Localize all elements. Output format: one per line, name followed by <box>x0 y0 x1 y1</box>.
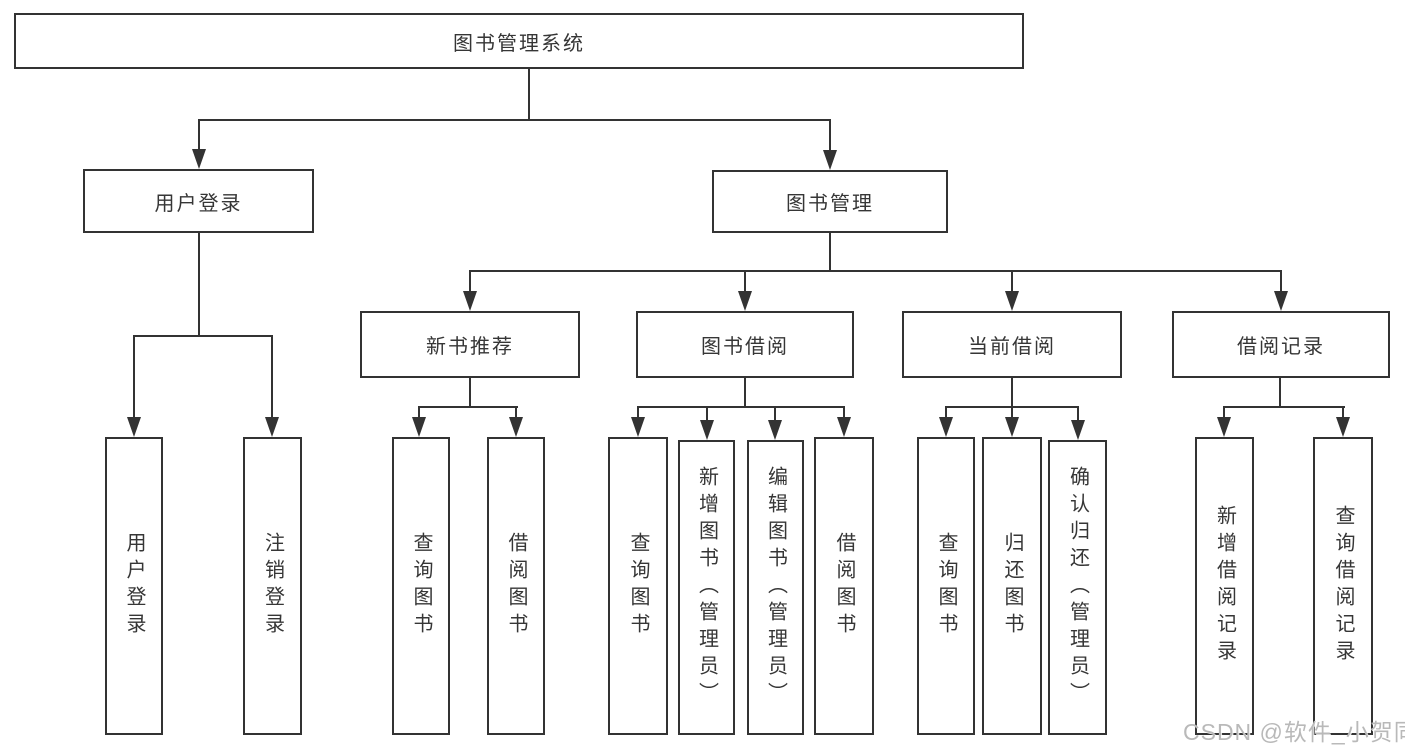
connector-line <box>1011 272 1013 291</box>
leaf-add-books-admin: 新增图书（管理员） <box>678 440 735 735</box>
arrowhead-icon <box>837 417 851 437</box>
connector-line <box>1223 408 1225 417</box>
arrowhead-icon <box>939 417 953 437</box>
leaf-logout: 注销登录 <box>243 437 302 735</box>
node-root: 图书管理系统 <box>14 13 1024 69</box>
connector-line <box>418 406 518 408</box>
leaf-query-borrow-record: 查询借阅记录 <box>1313 437 1373 735</box>
connector-line <box>198 121 200 150</box>
connector-line <box>637 408 639 417</box>
connector-line <box>1280 272 1282 291</box>
arrowhead-icon <box>1005 291 1019 311</box>
node-new-book-recommend: 新书推荐 <box>360 311 580 378</box>
leaf-label: 借阅图书 <box>833 532 855 640</box>
connector-line <box>469 272 471 291</box>
leaf-label: 借阅图书 <box>505 532 527 640</box>
leaf-label: 查询图书 <box>935 532 957 640</box>
leaf-label: 注销登录 <box>261 532 284 640</box>
connector-line <box>945 406 1079 408</box>
arrowhead-icon <box>1274 291 1288 311</box>
leaf-label: 查询图书 <box>627 532 649 640</box>
leaf-label: 确认归还（管理员） <box>1066 466 1089 709</box>
connector-line <box>198 233 200 336</box>
arrowhead-icon <box>738 291 752 311</box>
connector-line <box>1223 406 1345 408</box>
connector-line <box>469 378 471 407</box>
connector-line <box>133 335 273 337</box>
leaf-label: 查询借阅记录 <box>1332 505 1354 667</box>
leaf-borrow-books-recommend: 借阅图书 <box>487 437 545 735</box>
connector-line <box>1077 408 1079 420</box>
connector-line <box>515 408 517 417</box>
node-user-login: 用户登录 <box>83 169 314 233</box>
connector-line <box>744 272 746 291</box>
leaf-confirm-return-admin: 确认归还（管理员） <box>1048 440 1107 735</box>
connector-line <box>1011 378 1013 407</box>
leaf-edit-books-admin: 编辑图书（管理员） <box>747 440 804 735</box>
arrowhead-icon <box>1336 417 1350 437</box>
arrowhead-icon <box>823 150 837 170</box>
node-book-borrowing: 图书借阅 <box>636 311 854 378</box>
watermark: CSDN @软件_小贺同学 <box>1183 719 1405 745</box>
arrowhead-icon <box>412 417 426 437</box>
leaf-query-books-current: 查询图书 <box>917 437 975 735</box>
arrowhead-icon <box>700 420 714 440</box>
arrowhead-icon <box>1217 417 1231 437</box>
leaf-label: 新增图书（管理员） <box>695 466 718 709</box>
connector-line <box>706 408 708 420</box>
connector-line <box>1342 408 1344 417</box>
connector-line <box>528 69 530 120</box>
connector-line <box>843 408 845 417</box>
connector-line <box>1011 408 1013 417</box>
leaf-label: 查询图书 <box>410 532 432 640</box>
arrowhead-icon <box>1071 420 1085 440</box>
leaf-user-login: 用户登录 <box>105 437 163 735</box>
connector-line <box>198 119 831 121</box>
connector-line <box>829 121 831 150</box>
node-current-borrowing: 当前借阅 <box>902 311 1122 378</box>
leaf-label: 归还图书 <box>1001 532 1023 640</box>
leaf-label: 编辑图书（管理员） <box>764 466 787 709</box>
leaf-borrow-books: 借阅图书 <box>814 437 874 735</box>
leaf-label: 新增借阅记录 <box>1213 505 1236 667</box>
connector-line <box>1279 378 1281 407</box>
connector-line <box>271 337 273 417</box>
arrowhead-icon <box>631 417 645 437</box>
connector-line <box>637 406 845 408</box>
connector-line <box>418 408 420 417</box>
arrowhead-icon <box>265 417 279 437</box>
arrowhead-icon <box>509 417 523 437</box>
node-borrowing-records: 借阅记录 <box>1172 311 1390 378</box>
arrowhead-icon <box>463 291 477 311</box>
connector-line <box>469 270 1282 272</box>
connector-line <box>744 378 746 407</box>
leaf-query-books-borrow: 查询图书 <box>608 437 668 735</box>
arrowhead-icon <box>1005 417 1019 437</box>
leaf-return-books: 归还图书 <box>982 437 1042 735</box>
arrowhead-icon <box>192 149 206 169</box>
leaf-label: 用户登录 <box>123 532 145 640</box>
connector-line <box>774 408 776 420</box>
arrowhead-icon <box>127 417 141 437</box>
arrowhead-icon <box>768 420 782 440</box>
leaf-add-borrow-record: 新增借阅记录 <box>1195 437 1254 735</box>
connector-line <box>829 233 831 271</box>
leaf-query-books-recommend: 查询图书 <box>392 437 450 735</box>
connector-line <box>945 408 947 417</box>
node-book-management: 图书管理 <box>712 170 948 233</box>
connector-line <box>133 337 135 417</box>
